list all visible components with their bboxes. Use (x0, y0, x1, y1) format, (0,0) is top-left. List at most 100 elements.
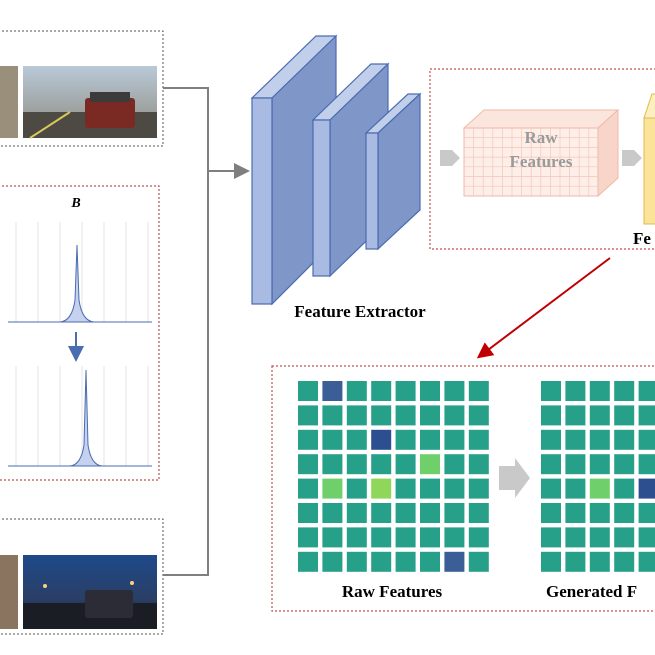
raw-feature-map-cell (444, 551, 465, 572)
raw-feature-map-cell (346, 381, 367, 401)
raw-feature-map-cell (444, 454, 465, 475)
raw-feature-map-cell (420, 381, 440, 401)
raw-feature-map-cell (468, 503, 489, 523)
generated-feature-map-cell (589, 503, 610, 523)
panel-b: B (0, 185, 160, 481)
raw-feature-map-cell (420, 478, 440, 499)
generated-feature-map-cell (541, 405, 561, 426)
raw-feature-map-cell (298, 527, 318, 548)
arrow-into-generated-block (622, 150, 642, 166)
generated-feature-map-cell (565, 527, 586, 548)
raw-feature-map-cell (322, 429, 343, 450)
target-image-panel (0, 518, 164, 635)
raw-feature-map-cell (444, 405, 465, 426)
panel-b-label: B (70, 196, 80, 211)
generated-feature-map-cell (638, 478, 655, 499)
raw-block-label-line1: Raw (524, 128, 558, 147)
distribution-peak-bottom (69, 369, 103, 467)
raw-features-grid-label: Raw Features (342, 582, 443, 601)
generated-feature-map-cell (614, 527, 635, 548)
generated-feature-map-cell (541, 527, 561, 548)
generated-feature-map-cell (565, 381, 586, 401)
feature-maps-panel: Raw Features Generated F (271, 365, 655, 612)
generated-feature-map-cell (614, 503, 635, 523)
raw-feature-map-cell (371, 527, 392, 548)
raw-feature-map-cell (420, 527, 440, 548)
source-image-panel (0, 30, 164, 147)
road-photo-thumb-left (0, 66, 18, 138)
raw-feature-map-cell (468, 551, 489, 572)
raw-feature-map-cell (371, 405, 392, 426)
generated-features-block (643, 93, 655, 225)
raw-feature-map-cell (468, 429, 489, 450)
grid-transform-arrow (499, 458, 530, 498)
feature-extractor-label: Feature Extractor (294, 302, 426, 321)
night-photo-thumb-left (0, 555, 18, 629)
raw-feature-map-cell (420, 454, 440, 475)
raw-feature-map-cell (468, 381, 489, 401)
raw-feature-map-cell (468, 454, 489, 475)
generated-feature-map-cell (565, 551, 586, 572)
raw-feature-map-cell (322, 405, 343, 426)
generated-feature-map-cell (565, 429, 586, 450)
raw-feature-map-cell (371, 551, 392, 572)
raw-block-label-line2: Features (510, 152, 573, 171)
generated-features-grid-label: Generated F (546, 582, 637, 601)
generated-feature-map-cell (614, 478, 635, 499)
raw-features-grid (298, 381, 489, 572)
input-connectors (163, 87, 250, 576)
generated-feature-map-cell (614, 454, 635, 475)
raw-feature-map-cell (395, 503, 416, 523)
raw-feature-map-cell (444, 478, 465, 499)
raw-feature-map-cell (395, 478, 416, 499)
generated-feature-map-cell (638, 551, 655, 572)
generated-features-grid (541, 381, 655, 572)
raw-feature-map-cell (395, 405, 416, 426)
raw-feature-map-cell (395, 527, 416, 548)
distribution-gridlines (15, 222, 149, 466)
raw-feature-map-cell (371, 381, 392, 401)
generated-feature-map-cell (589, 405, 610, 426)
raw-feature-map-cell (371, 454, 392, 475)
raw-feature-map-cell (395, 381, 416, 401)
generated-feature-map-cell (541, 454, 561, 475)
raw-feature-map-cell (346, 527, 367, 548)
generated-feature-map-cell (589, 551, 610, 572)
generated-feature-map-cell (638, 527, 655, 548)
generated-feature-map-cell (565, 478, 586, 499)
generated-feature-map-cell (638, 381, 655, 401)
raw-feature-map-cell (298, 405, 318, 426)
zoom-arrow (476, 257, 611, 359)
raw-feature-map-cell (420, 405, 440, 426)
generated-feature-map-cell (638, 405, 655, 426)
raw-feature-map-cell (298, 503, 318, 523)
raw-feature-map-cell (298, 454, 318, 475)
raw-feature-map-cell (298, 551, 318, 572)
feature-generation-panel: Raw Features Fe (429, 68, 655, 250)
generated-feature-map-cell (589, 478, 610, 499)
generated-feature-map-cell (638, 429, 655, 450)
raw-feature-map-cell (395, 429, 416, 450)
raw-feature-map-cell (322, 454, 343, 475)
raw-feature-map-cell (371, 503, 392, 523)
raw-feature-map-cell (298, 381, 318, 401)
raw-feature-map-cell (420, 503, 440, 523)
generated-feature-map-cell (589, 527, 610, 548)
raw-feature-map-cell (420, 551, 440, 572)
generated-feature-map-cell (638, 454, 655, 475)
raw-feature-map-cell (444, 429, 465, 450)
generated-feature-map-cell (541, 381, 561, 401)
generated-feature-map-cell (565, 454, 586, 475)
generated-feature-map-cell (589, 454, 610, 475)
raw-feature-map-cell (346, 454, 367, 475)
generated-feature-map-cell (638, 503, 655, 523)
raw-feature-map-cell (444, 527, 465, 548)
generated-feature-map-cell (541, 551, 561, 572)
generated-feature-map-cell (541, 503, 561, 523)
raw-feature-map-cell (322, 381, 343, 401)
raw-feature-map-cell (322, 503, 343, 523)
raw-feature-map-cell (322, 478, 343, 499)
generated-feature-map-cell (589, 429, 610, 450)
raw-feature-map-cell (395, 454, 416, 475)
